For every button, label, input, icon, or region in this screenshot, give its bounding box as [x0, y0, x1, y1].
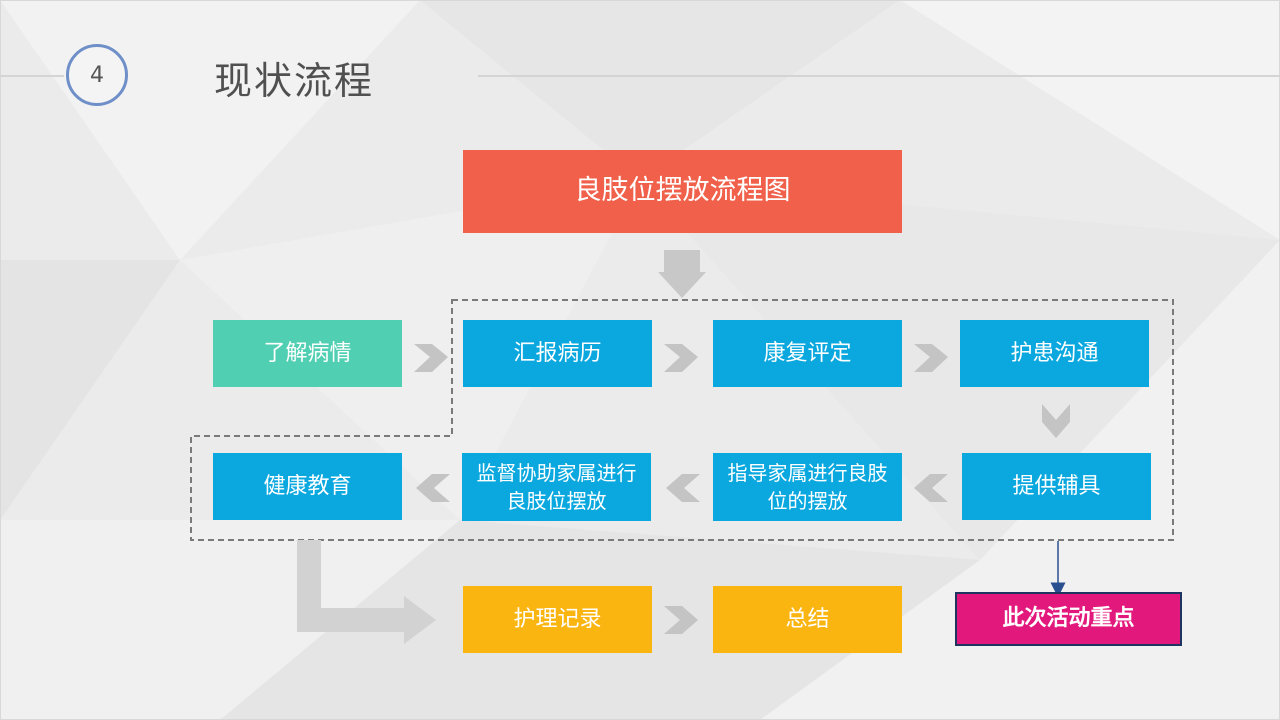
chevron-right-4: [664, 606, 698, 634]
chevron-right-2: [664, 344, 698, 372]
arrow-title-down: [658, 250, 706, 298]
step-understand-condition: 了解病情: [213, 320, 402, 387]
slide-number-badge: 4: [66, 44, 128, 106]
chevron-left-1: [914, 474, 948, 502]
step-supervise-family: 监督协助家属进行良肢位摆放: [462, 453, 651, 521]
slide-number: 4: [90, 62, 104, 88]
flowchart-title: 良肢位摆放流程图: [463, 150, 902, 233]
step-summary: 总结: [713, 586, 902, 653]
step-guide-family: 指导家属进行良肢位的摆放: [713, 453, 902, 521]
arrow-l-shaped: [297, 540, 436, 644]
page-title: 现状流程: [214, 59, 375, 103]
chevron-left-2: [666, 474, 700, 502]
step-rehab-assessment: 康复评定: [713, 320, 902, 387]
chevron-right-3: [914, 344, 948, 372]
step-report-history: 汇报病历: [463, 320, 652, 387]
step-provide-aids: 提供辅具: [962, 453, 1151, 520]
step-nursing-record: 护理记录: [463, 586, 652, 653]
chevron-left-3: [416, 474, 450, 502]
chevron-right-1: [414, 344, 448, 372]
chevron-down-1: [1042, 404, 1070, 438]
step-health-education: 健康教育: [213, 453, 402, 520]
focus-label: 此次活动重点: [955, 592, 1182, 646]
header-rule-right: [478, 75, 1280, 77]
header-rule-left: [0, 75, 64, 77]
dashed-group-outline: [190, 299, 1174, 541]
step-communication: 护患沟通: [960, 320, 1149, 387]
